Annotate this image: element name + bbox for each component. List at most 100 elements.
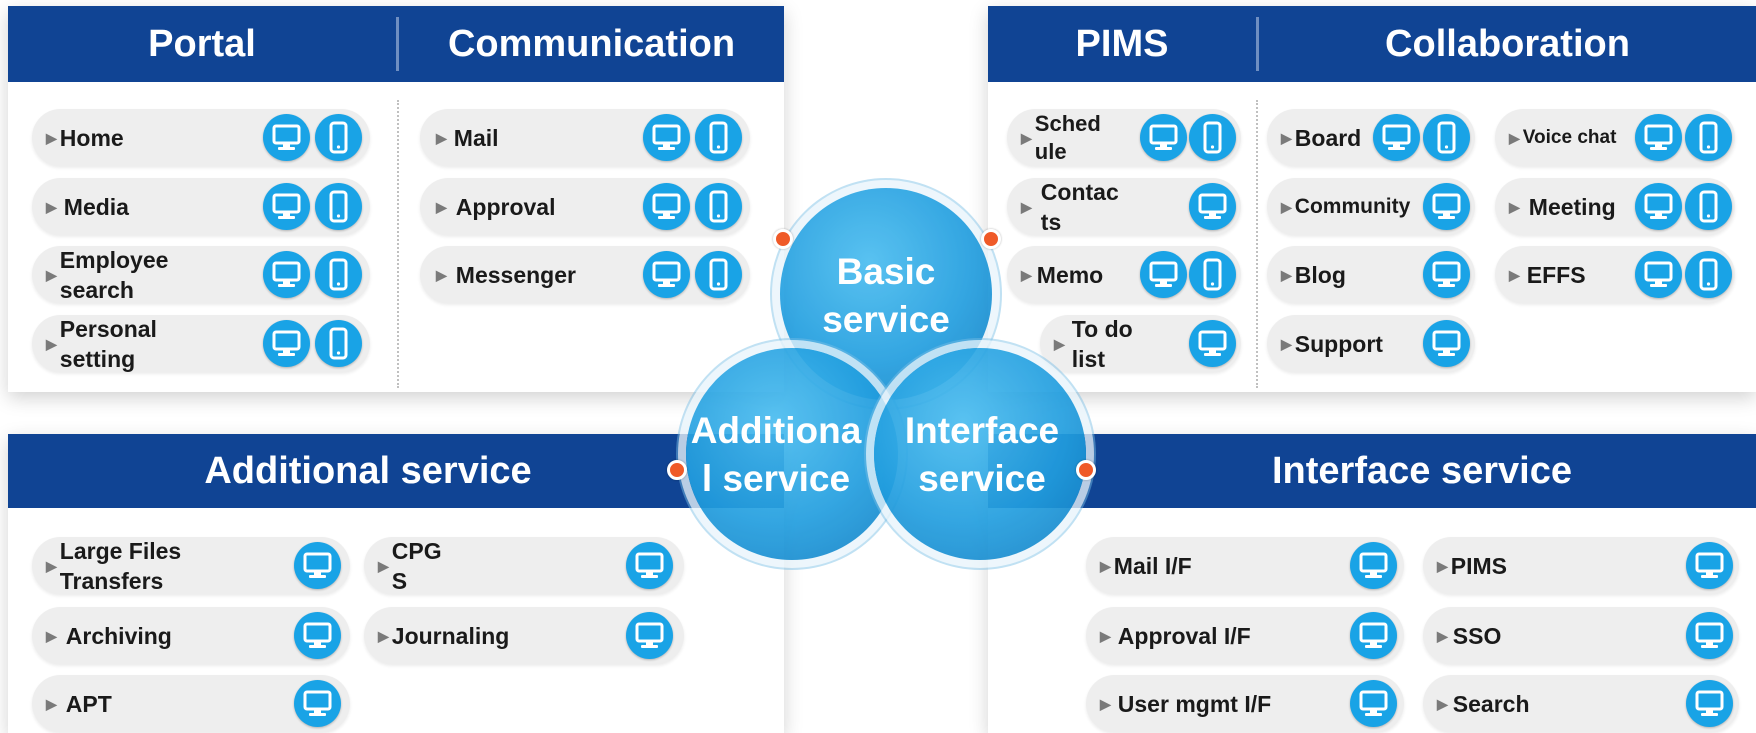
triangle-bullet-icon: ▶ <box>1509 198 1520 215</box>
item-label: Mail <box>453 124 499 151</box>
collab-item-board[interactable]: ▶Board <box>1267 109 1475 166</box>
pc-icon <box>1635 183 1682 230</box>
additional-item-apt[interactable]: ▶ APT <box>32 675 350 732</box>
collab-item-meeting[interactable]: ▶ Meeting <box>1495 178 1735 235</box>
triangle-bullet-icon: ▶ <box>1437 627 1448 644</box>
mobile-icon <box>695 114 742 161</box>
item-label: Messenger <box>455 261 576 288</box>
mobile-icon <box>1685 114 1732 161</box>
additional-service-label: Additional service <box>690 410 862 499</box>
portal-item-media[interactable]: ▶Media <box>32 178 370 235</box>
item-label: Media <box>63 193 129 220</box>
header-divider <box>1256 17 1259 71</box>
portal-item-employee-search[interactable]: ▶Employee search <box>32 246 370 303</box>
triangle-bullet-icon: ▶ <box>46 266 57 283</box>
interface-item-mail-if[interactable]: ▶Mail I/F <box>1086 537 1404 594</box>
additional-item-large-files[interactable]: ▶Large Files Transfers <box>32 537 350 594</box>
pims-item-contacts[interactable]: ▶Contacts <box>1007 178 1241 235</box>
item-label: EFFS <box>1526 261 1586 288</box>
item-label: APT <box>65 690 112 717</box>
item-label: To do list <box>1071 315 1133 372</box>
portal-item-personal-setting[interactable]: ▶Personal setting <box>32 315 370 372</box>
collab-item-blog[interactable]: ▶Blog <box>1267 246 1475 303</box>
item-label: Journaling <box>391 622 510 649</box>
pims-title: PIMS <box>1075 22 1169 65</box>
pc-icon <box>294 542 341 589</box>
triangle-bullet-icon: ▶ <box>1281 335 1292 352</box>
mobile-icon <box>315 251 362 298</box>
mobile-icon <box>1685 183 1732 230</box>
orange-dot-marker <box>1076 460 1096 480</box>
communication-item-mail[interactable]: ▶ Mail <box>420 109 750 166</box>
collab-item-support[interactable]: ▶Support <box>1267 315 1475 372</box>
interface-item-search[interactable]: ▶Search <box>1423 675 1739 732</box>
mobile-icon <box>1189 114 1236 161</box>
pc-icon <box>1423 183 1470 230</box>
pc-icon <box>1686 612 1733 659</box>
pc-icon <box>1350 680 1397 727</box>
mobile-icon <box>315 114 362 161</box>
triangle-bullet-icon: ▶ <box>1281 266 1292 283</box>
pims-item-memo[interactable]: ▶Memo <box>1007 246 1241 303</box>
pc-icon <box>1635 251 1682 298</box>
interface-item-sso[interactable]: ▶SSO <box>1423 607 1739 664</box>
item-label: User mgmt I/F <box>1117 690 1272 717</box>
pims-collaboration-header: PIMS Collaboration <box>988 6 1756 82</box>
pims-item-todo[interactable]: ▶ To do list <box>1040 315 1241 372</box>
item-label: Meeting <box>1528 193 1616 220</box>
communication-title: Communication <box>447 22 736 65</box>
additional-service-circle[interactable] <box>686 348 898 560</box>
interface-item-approval-if[interactable]: ▶Approval I/F <box>1086 607 1404 664</box>
interface-service-header: Interface service <box>988 434 1756 508</box>
collab-item-voice-chat[interactable]: ▶Voice chat <box>1495 109 1735 166</box>
additional-item-journaling[interactable]: ▶Journaling <box>364 607 684 664</box>
pc-icon <box>643 114 690 161</box>
pims-item-schedule[interactable]: ▶Schedule <box>1007 109 1241 166</box>
pc-icon <box>1373 114 1420 161</box>
portal-communication-header: Portal Communication <box>8 6 784 82</box>
interface-item-user-mgmt-if[interactable]: ▶ User mgmt I/F <box>1086 675 1404 732</box>
triangle-bullet-icon: ▶ <box>1281 198 1292 215</box>
triangle-bullet-icon: ▶ <box>436 129 447 146</box>
triangle-bullet-icon: ▶ <box>436 198 447 215</box>
portal-item-home[interactable]: ▶Home <box>32 109 370 166</box>
triangle-bullet-icon: ▶ <box>1021 198 1032 215</box>
pc-icon <box>1423 251 1470 298</box>
orange-dot-marker <box>667 460 687 480</box>
item-label: Search <box>1452 690 1530 717</box>
interface-item-pims[interactable]: ▶PIMS <box>1423 537 1739 594</box>
triangle-bullet-icon: ▶ <box>46 129 57 146</box>
orange-dot-marker <box>773 229 793 249</box>
triangle-bullet-icon: ▶ <box>1054 335 1065 352</box>
pc-icon <box>1686 542 1733 589</box>
additional-item-cpgs[interactable]: ▶CPGS <box>364 537 684 594</box>
pc-icon <box>294 612 341 659</box>
triangle-bullet-icon: ▶ <box>1100 695 1111 712</box>
mobile-icon <box>695 183 742 230</box>
item-label: Community <box>1294 194 1411 218</box>
item-label: Archiving <box>65 622 172 649</box>
communication-item-messenger[interactable]: ▶Messenger <box>420 246 750 303</box>
pc-icon <box>1189 183 1236 230</box>
collab-item-community[interactable]: ▶Community <box>1267 178 1475 235</box>
pc-icon <box>1635 114 1682 161</box>
item-label: Home <box>59 124 124 151</box>
pc-icon <box>1350 612 1397 659</box>
interface-service-circle[interactable] <box>874 348 1086 560</box>
basic-service-label: Basic service <box>822 251 950 340</box>
communication-item-approval[interactable]: ▶Approval <box>420 178 750 235</box>
triangle-bullet-icon: ▶ <box>378 557 389 574</box>
additional-service-title: Additional service <box>204 449 532 492</box>
pc-icon <box>1189 320 1236 367</box>
pc-icon <box>263 251 310 298</box>
mobile-icon <box>315 320 362 367</box>
mobile-icon <box>1189 251 1236 298</box>
triangle-bullet-icon: ▶ <box>46 695 57 712</box>
mobile-icon <box>695 251 742 298</box>
interface-service-title: Interface service <box>1272 449 1572 492</box>
triangle-bullet-icon: ▶ <box>1509 129 1520 146</box>
item-label: SSO <box>1452 622 1502 649</box>
collab-item-effs[interactable]: ▶EFFS <box>1495 246 1735 303</box>
item-label: Memo <box>1036 261 1104 288</box>
additional-item-archiving[interactable]: ▶Archiving <box>32 607 350 664</box>
